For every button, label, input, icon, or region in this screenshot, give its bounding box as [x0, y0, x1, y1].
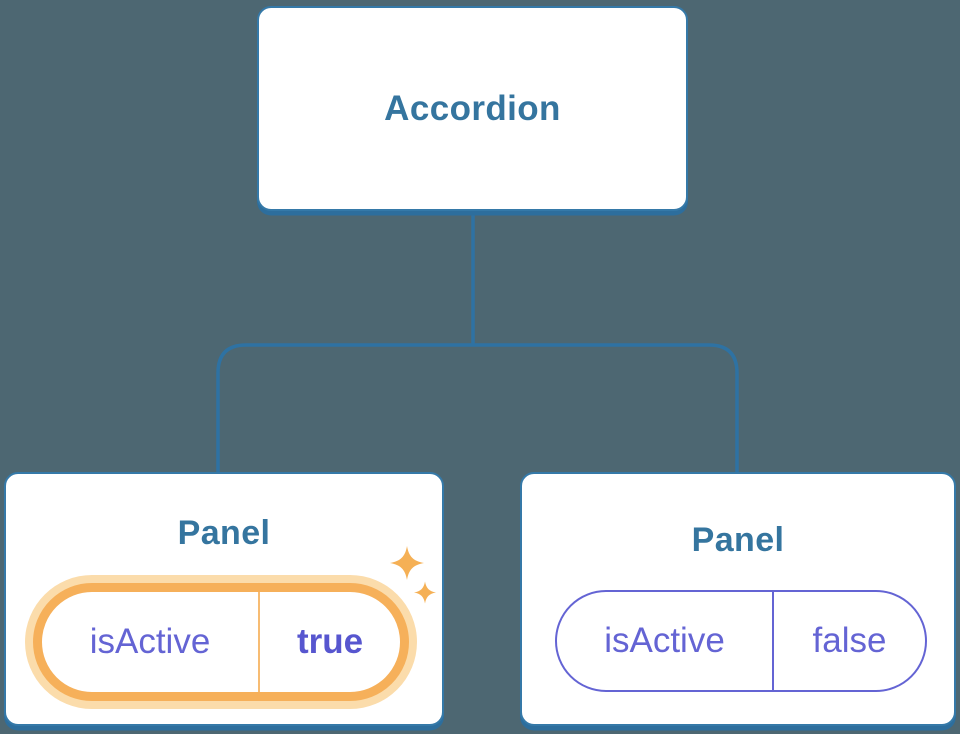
panel-label: Panel: [177, 514, 271, 552]
panel-node-active: Panel isActive true: [4, 472, 444, 726]
panel-label: Panel: [691, 521, 785, 559]
accordion-node-label: Accordion: [384, 89, 561, 128]
prop-value: true: [296, 622, 364, 661]
sparkles-icon: [390, 546, 436, 604]
accordion-node: Accordion: [257, 6, 688, 211]
prop-name: isActive: [89, 622, 211, 661]
prop-pill-highlighted: isActive true: [33, 583, 409, 701]
prop-pill: isActive false: [555, 590, 927, 692]
panel-node-inactive: Panel isActive false: [520, 472, 956, 726]
pill-divider: [772, 592, 774, 690]
pill-divider: [258, 592, 260, 692]
prop-value: false: [812, 621, 887, 660]
prop-name: isActive: [604, 621, 725, 660]
